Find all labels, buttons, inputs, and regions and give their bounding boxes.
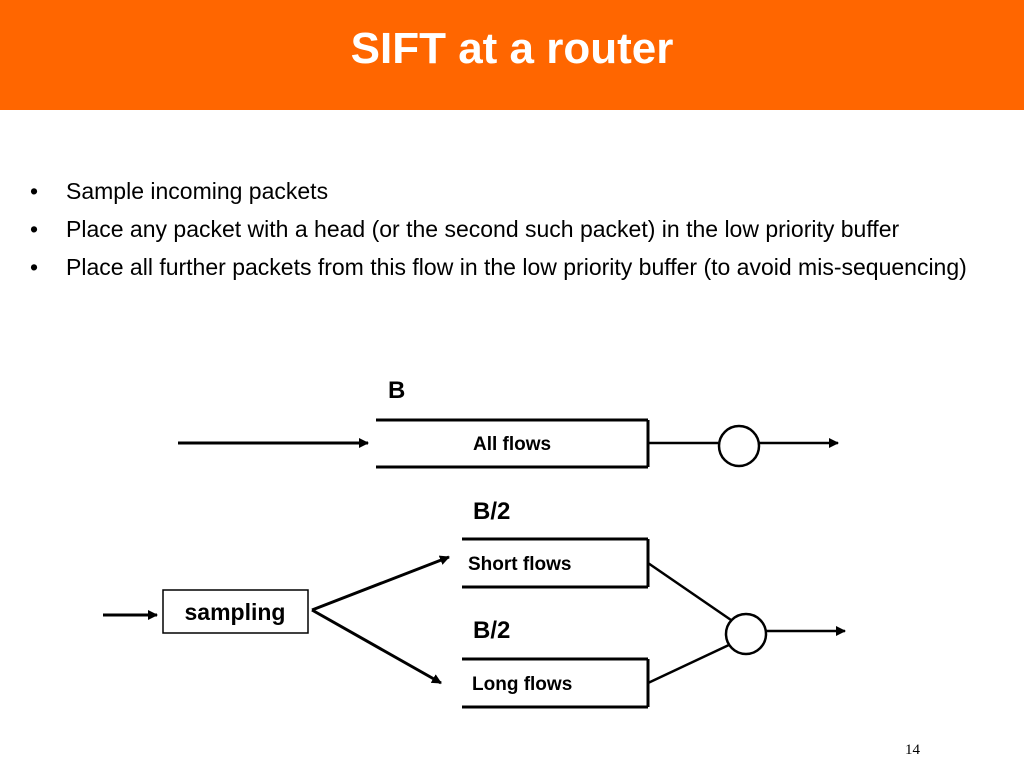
top-buffer-size-label: B [388, 377, 405, 404]
short-buffer-size-label: B/2 [473, 498, 510, 525]
short-to-server-line [647, 561, 732, 622]
title-bar: SIFT at a router [0, 0, 1024, 110]
sampling-box [162, 589, 309, 634]
bullet-icon: • [30, 216, 39, 242]
bullet-text: Place any packet with a head (or the sec… [66, 216, 900, 242]
bullet-item: • Sample incoming packets [28, 175, 998, 207]
bullet-icon: • [30, 254, 39, 280]
bullet-text: Place all further packets from this flow… [66, 254, 967, 280]
bullet-icon: • [30, 178, 39, 204]
top-server-circle [717, 424, 761, 468]
long-to-server-line [647, 642, 732, 685]
bullet-text: Sample incoming packets [66, 178, 329, 204]
page-number: 14 [905, 742, 920, 758]
top-buffer-label: All flows [473, 434, 551, 455]
bullet-item: • Place any packet with a head (or the se… [28, 213, 998, 245]
bullet-list: • Sample incoming packets • Place any pack… [28, 175, 998, 289]
bullet-item: • Place all further packets from this flo… [28, 251, 998, 283]
long-flows-label: Long flows [472, 674, 572, 695]
bottom-server-circle [724, 612, 768, 656]
long-branch-arrow [311, 608, 442, 685]
short-flows-label: Short flows [468, 554, 571, 575]
sampling-label: sampling [185, 599, 286, 625]
slide-title: SIFT at a router [350, 24, 674, 73]
short-branch-arrow [311, 555, 450, 612]
long-buffer-size-label: B/2 [473, 617, 510, 644]
